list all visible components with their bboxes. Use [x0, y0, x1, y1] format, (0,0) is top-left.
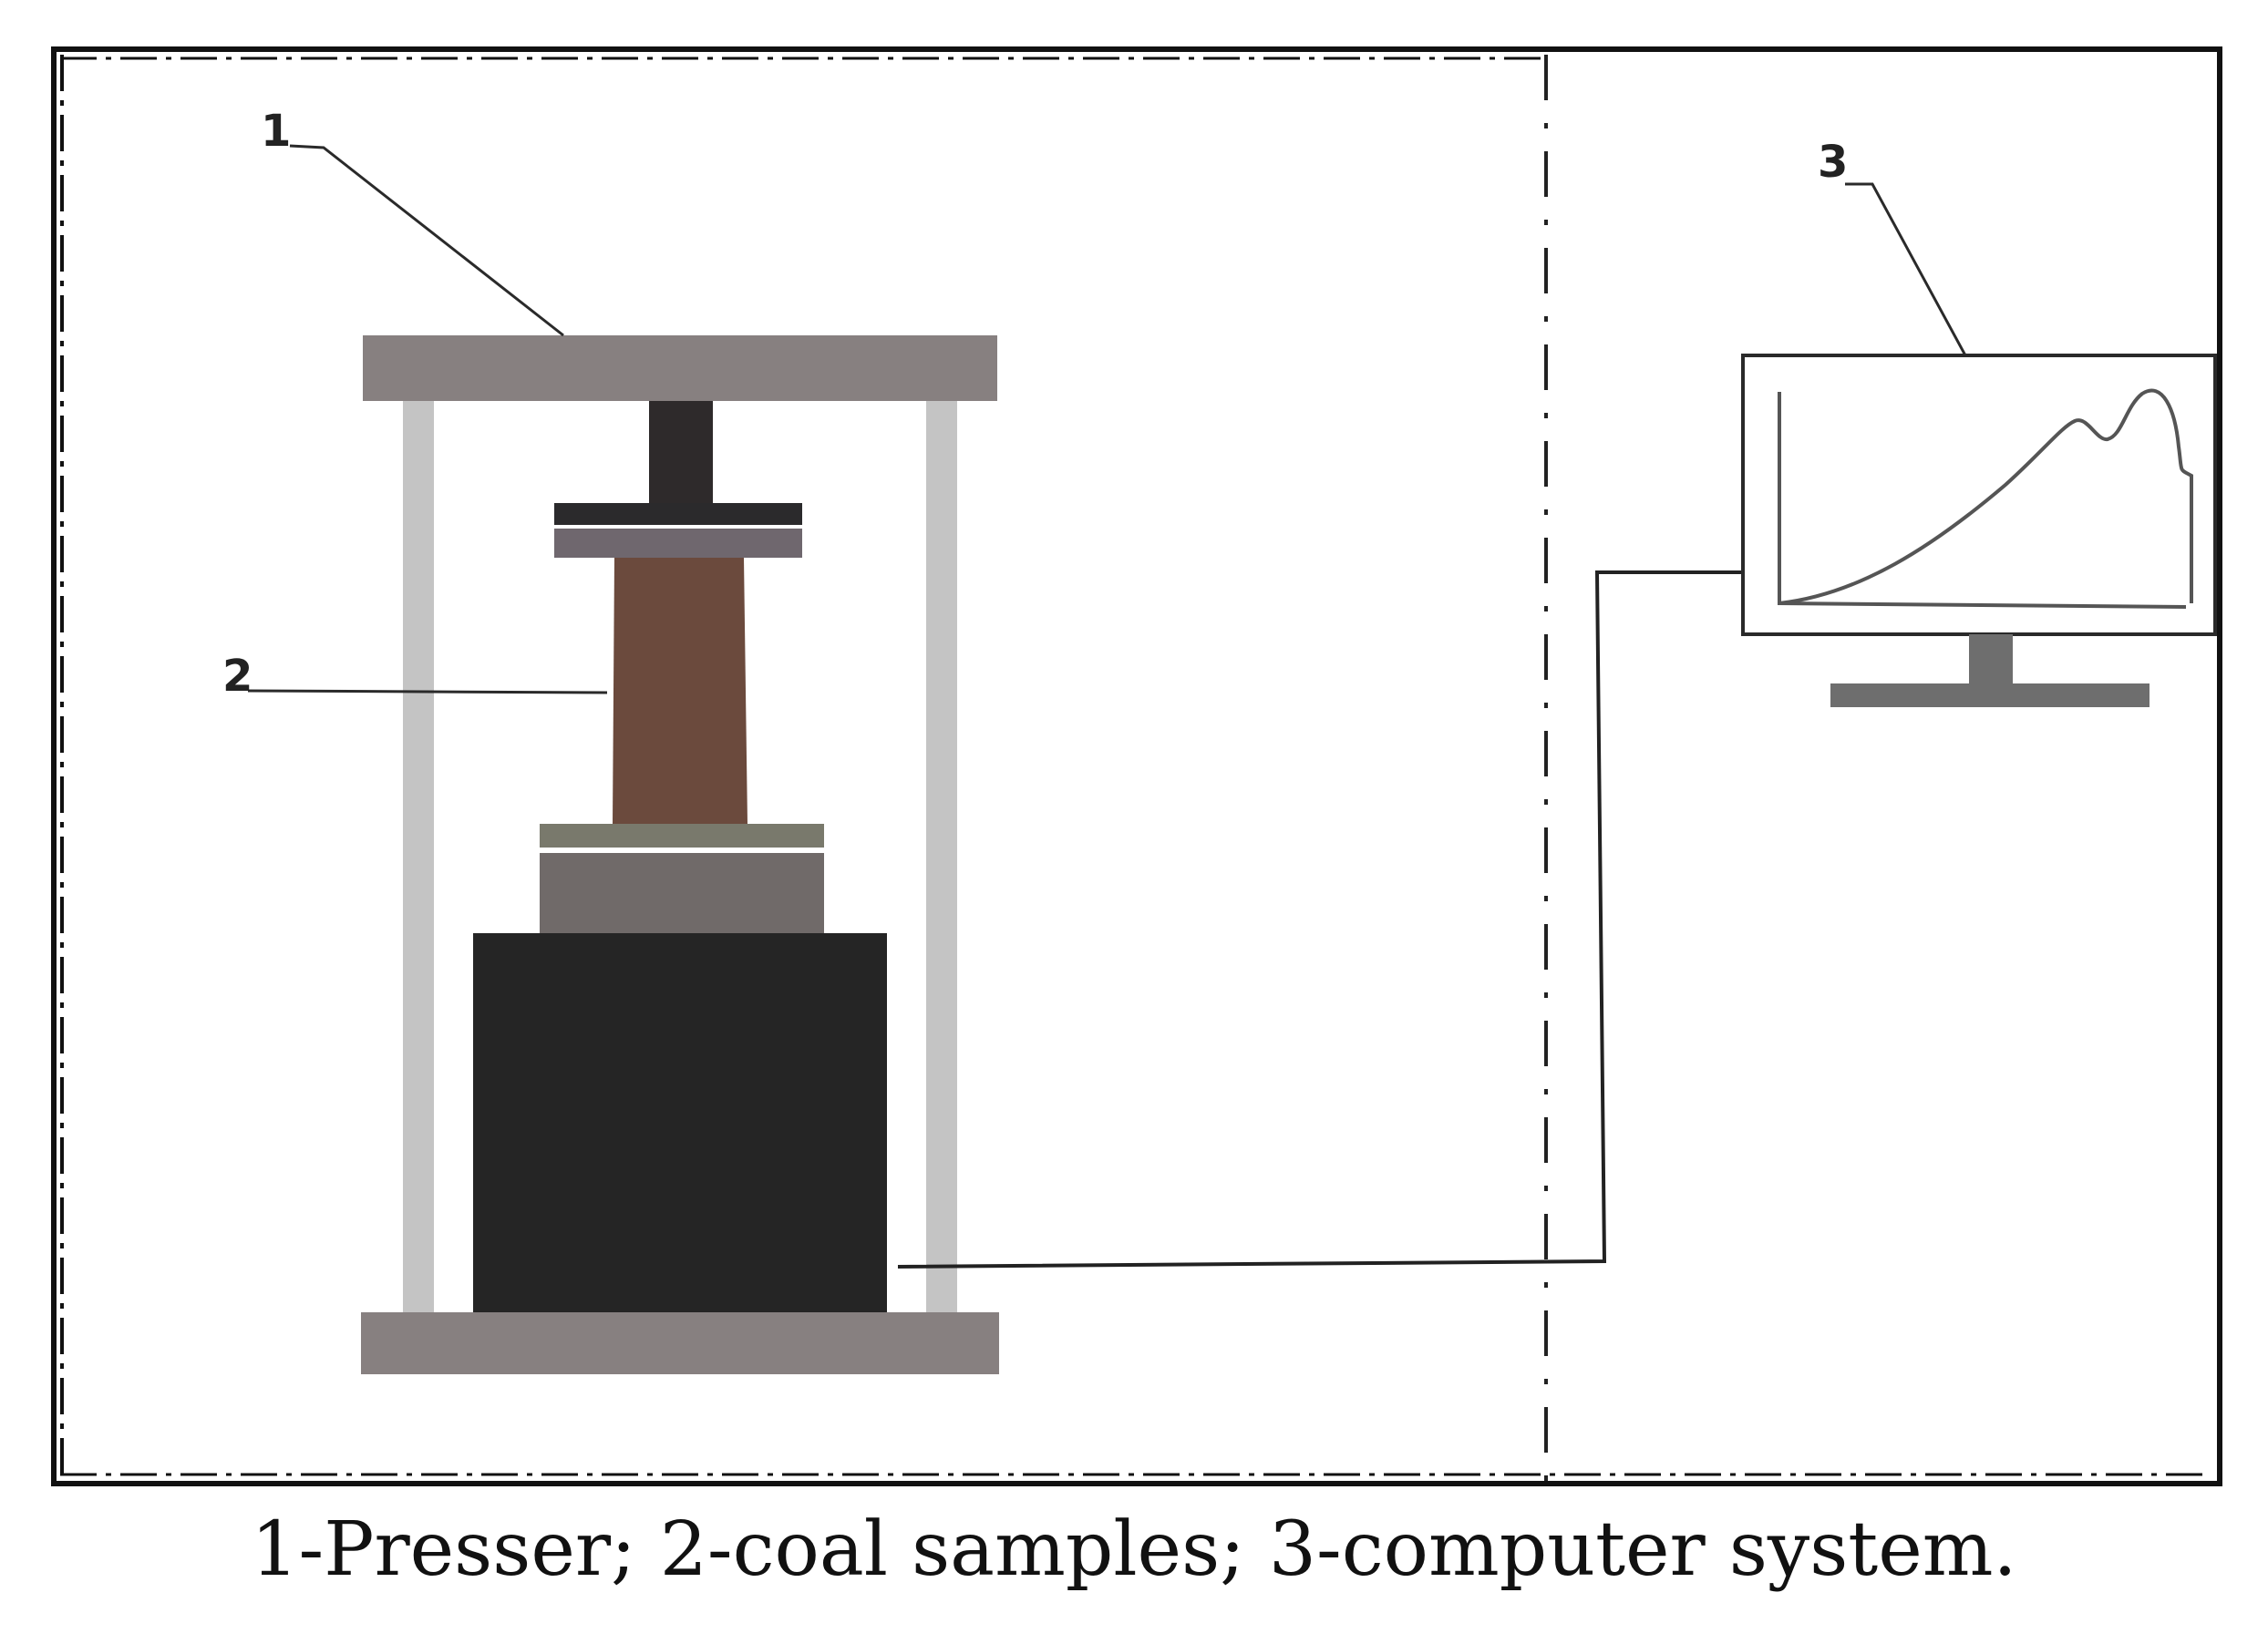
upper-platen — [554, 503, 802, 525]
right-column — [926, 401, 957, 1312]
coal-sample — [613, 558, 747, 824]
left-column — [403, 401, 434, 1312]
monitor-foot — [1830, 683, 2149, 707]
leader-line-presser — [289, 144, 564, 337]
figure-caption: 1-Presser; 2-coal samples; 3-computer sy… — [251, 1506, 2017, 1593]
bottom-base-plate — [361, 1312, 999, 1374]
leader-line-computer — [1845, 182, 1967, 356]
presser — [361, 335, 999, 1374]
lower-block — [540, 853, 824, 933]
leader-line-sample — [247, 689, 608, 694]
ram — [649, 401, 713, 503]
base-block — [473, 933, 887, 1312]
label-coal-sample: 2 — [222, 651, 253, 702]
signal-cable — [897, 570, 1743, 1269]
monitor-neck — [1969, 634, 2013, 687]
upper-platen-plate — [554, 529, 802, 558]
label-presser: 1 — [261, 106, 291, 157]
monitor-screen — [1741, 354, 2217, 636]
lower-pad — [540, 824, 824, 848]
top-crosshead — [363, 335, 997, 401]
computer-system — [1741, 354, 2217, 707]
figure-border — [51, 46, 2222, 1486]
screen-curve — [1778, 388, 2193, 605]
label-computer: 3 — [1818, 137, 1848, 188]
